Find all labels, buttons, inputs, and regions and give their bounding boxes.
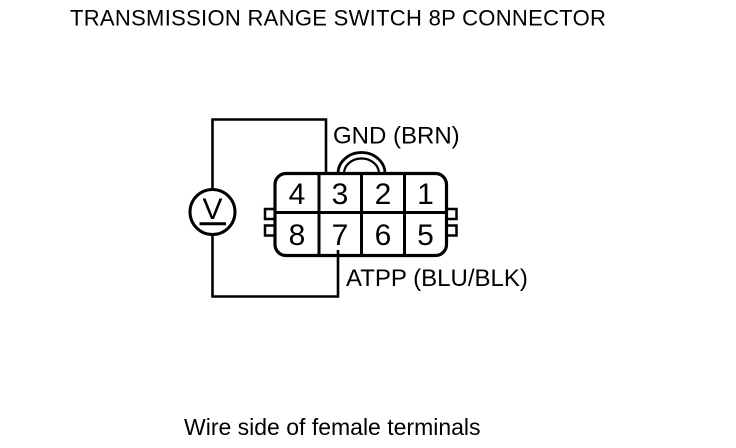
pin-label-4: 4 [289, 178, 306, 211]
pin-label-7: 7 [332, 219, 349, 252]
atpp-wire [211, 230, 340, 298]
connector-key-tab-outer [336, 151, 387, 174]
pin-label-5: 5 [417, 219, 434, 252]
gnd-wire-label: GND (BRN) [333, 123, 460, 150]
caption: Wire side of female terminals [184, 414, 481, 440]
pin-label-3: 3 [332, 178, 349, 211]
pin-label-2: 2 [375, 178, 392, 211]
page-title: TRANSMISSION RANGE SWITCH 8P CONNECTOR [70, 6, 606, 31]
gnd-wire [211, 118, 328, 196]
atpp-wire-label: ATPP (BLU/BLK) [346, 265, 528, 292]
pin-label-8: 8 [289, 219, 306, 252]
pin-label-6: 6 [375, 219, 392, 252]
pin-label-1: 1 [417, 178, 434, 211]
connector-key-tab-inner [342, 157, 381, 174]
voltmeter-symbol: V [202, 193, 222, 226]
